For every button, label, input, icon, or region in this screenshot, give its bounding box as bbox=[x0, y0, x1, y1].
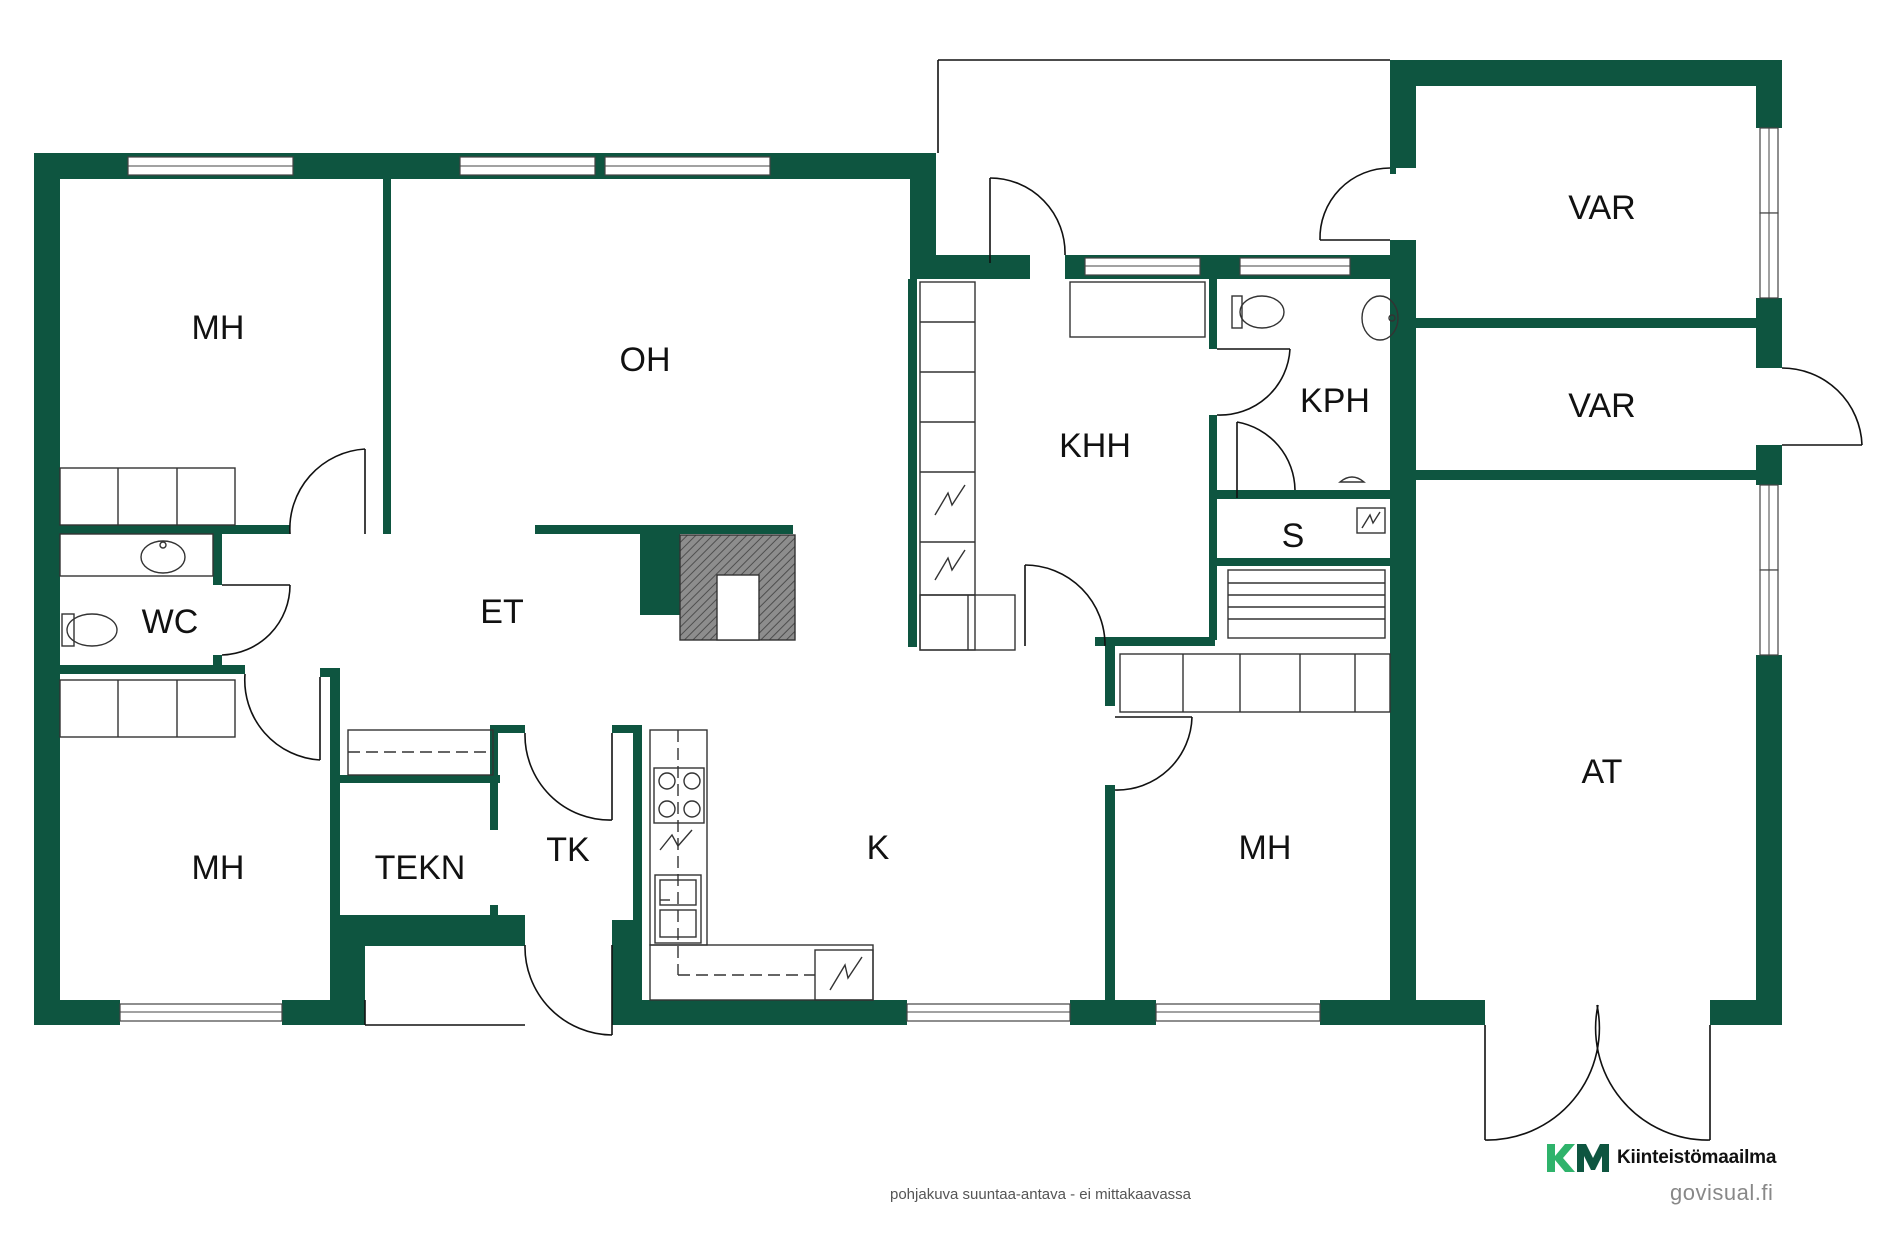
brand-name: Kiinteistömaailma bbox=[1617, 1147, 1777, 1168]
brand-logo: Kiinteistömaailma bbox=[1545, 1140, 1776, 1176]
disclaimer-text: pohjakuva suuntaa-antava - ei mittakaava… bbox=[890, 1186, 1192, 1203]
room-label-var2: VAR bbox=[1568, 387, 1635, 425]
room-label-wc: WC bbox=[142, 603, 199, 641]
room-label-at: AT bbox=[1582, 753, 1623, 791]
room-label-var1: VAR bbox=[1568, 189, 1635, 227]
room-label-tekn: TEKN bbox=[375, 849, 466, 887]
room-label-tk: TK bbox=[546, 831, 590, 869]
credit-link[interactable]: govisual.fi bbox=[1670, 1180, 1774, 1205]
room-label-oh: OH bbox=[620, 341, 671, 379]
room-label-mh1: MH bbox=[192, 309, 245, 347]
room-label-mh3: MH bbox=[1239, 829, 1292, 867]
room-label-khh: KHH bbox=[1059, 427, 1131, 465]
room-label-k: K bbox=[867, 829, 890, 867]
room-labels: MH OH WC ET MH TEKN TK K KHH KPH S MH VA… bbox=[142, 189, 1636, 887]
room-label-s: S bbox=[1282, 517, 1305, 555]
room-label-et: ET bbox=[480, 593, 523, 631]
km-logo-icon bbox=[1547, 1144, 1609, 1172]
fixtures bbox=[59, 281, 1399, 1001]
interior-walls bbox=[60, 168, 1756, 1000]
room-label-kph: KPH bbox=[1300, 382, 1370, 420]
windows bbox=[119, 127, 1779, 1022]
room-label-mh2: MH bbox=[192, 849, 245, 887]
doors bbox=[221, 59, 1863, 1141]
